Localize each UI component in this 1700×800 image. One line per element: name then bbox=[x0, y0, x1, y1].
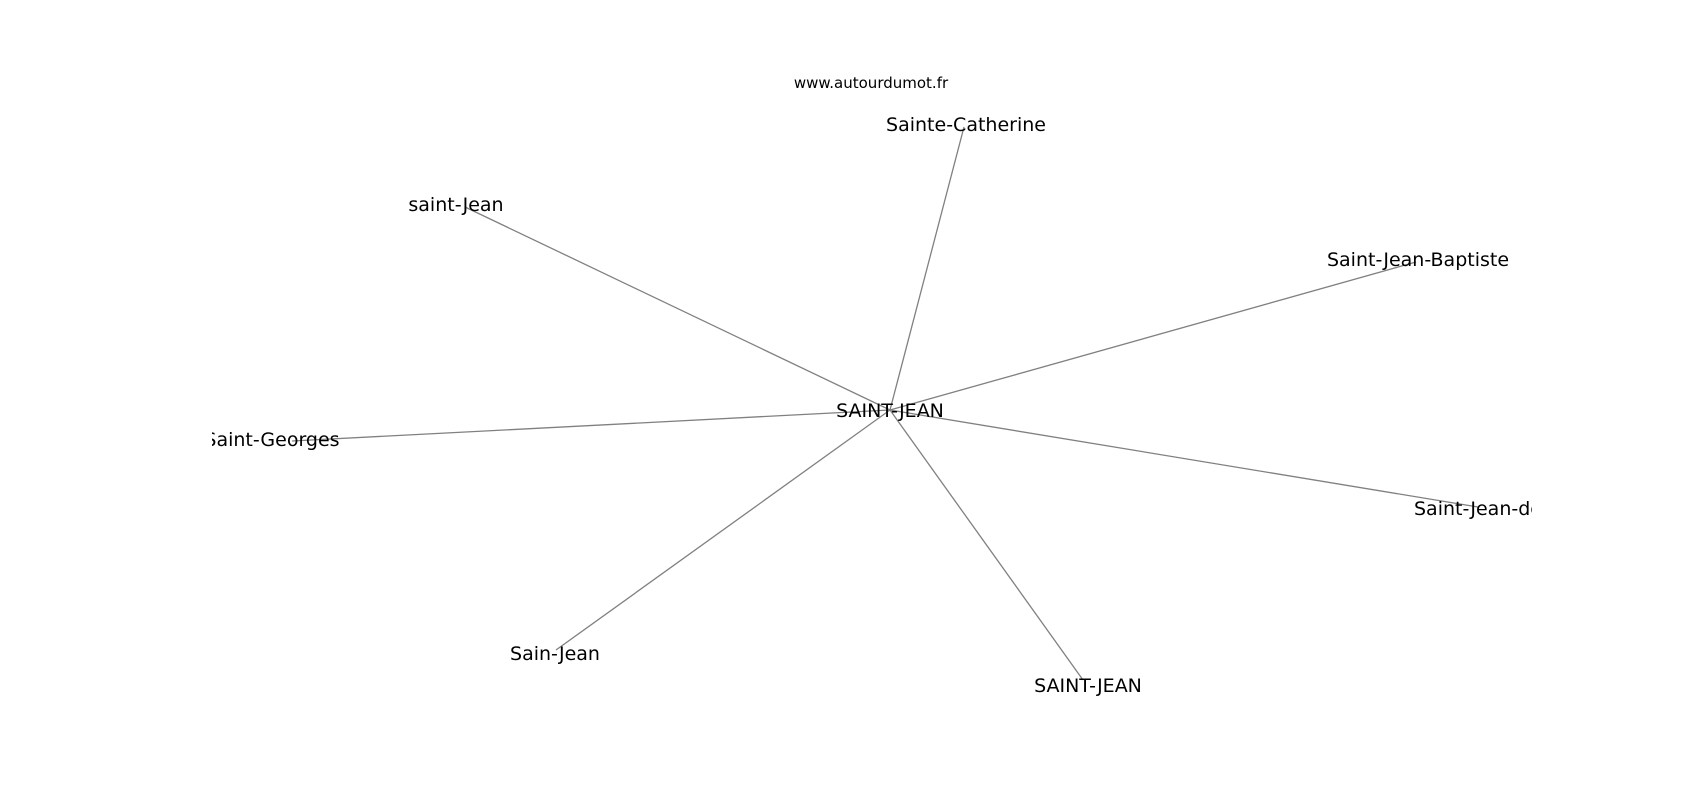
node-label-saint-jean-upper: SAINT-JEAN bbox=[1034, 675, 1142, 697]
edge-sain-jean bbox=[555, 409, 891, 651]
node-label-sainte-catherine: Sainte-Catherine bbox=[886, 114, 1046, 136]
node-label-saint-jean-de: Saint-Jean-de bbox=[1414, 498, 1542, 520]
node-label-saint-jean-lower: saint-Jean bbox=[408, 194, 503, 216]
edge-saint-jean-baptiste bbox=[889, 261, 1417, 411]
node-label-saint-georges: Saint-Georges bbox=[204, 429, 339, 451]
node-label-sain-jean: Sain-Jean bbox=[510, 643, 600, 665]
watermark-text: www.autourdumot.fr bbox=[794, 74, 949, 92]
edge-saint-jean-de bbox=[889, 409, 1479, 508]
graph-labels: SAINT-JEAN Sainte-Catherine saint-JeanSain… bbox=[204, 114, 1542, 697]
graph-edges bbox=[291, 126, 1479, 681]
node-label-center: SAINT-JEAN bbox=[836, 400, 944, 422]
edge-sainte-catherine bbox=[889, 126, 965, 411]
node-label-saint-jean-baptiste: Saint-Jean-Baptiste bbox=[1327, 249, 1509, 271]
edge-saint-jean-lower bbox=[464, 206, 891, 411]
edge-saint-jean-upper bbox=[889, 409, 1084, 681]
edge-saint-georges bbox=[291, 409, 891, 442]
